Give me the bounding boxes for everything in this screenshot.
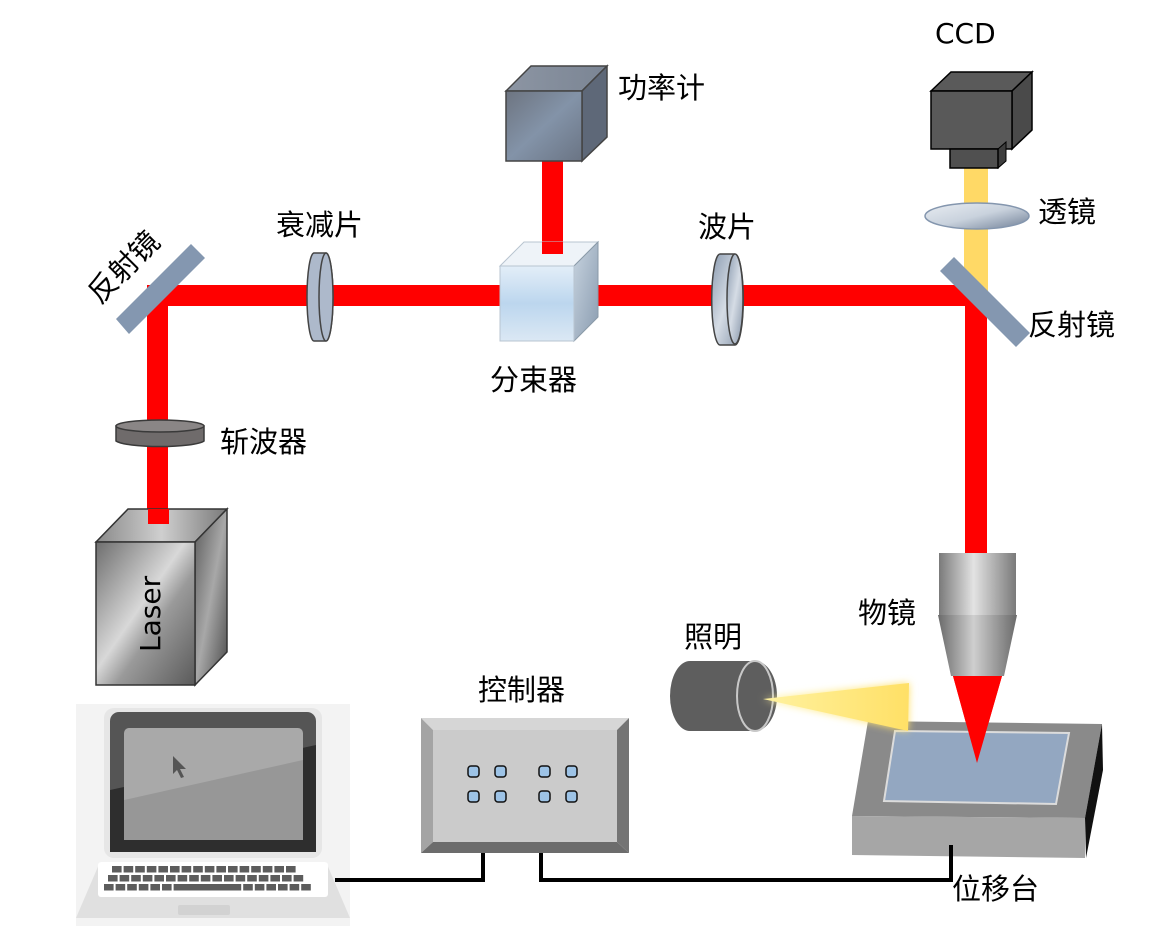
keyboard-key — [262, 866, 273, 873]
mirror-right-label: 反射镜 — [1028, 308, 1115, 342]
ccd-label: CCD — [935, 17, 996, 50]
wire-controller-to-stage — [539, 845, 953, 882]
mirror-right — [940, 257, 1030, 347]
keyboard-key — [278, 884, 288, 891]
keyboard-key — [108, 875, 118, 882]
laptop-computer — [76, 704, 350, 926]
keyboard-key — [301, 884, 311, 891]
illumination-source — [670, 660, 909, 732]
keyboard-key — [170, 866, 180, 873]
attenuator — [306, 252, 334, 342]
keyboard-key — [131, 875, 141, 882]
keyboard-key — [274, 866, 284, 873]
controller-button — [565, 790, 578, 803]
keyboard-key — [158, 866, 168, 873]
stage-label: 位移台 — [952, 872, 1039, 906]
controller-button — [565, 765, 578, 778]
mouse-cursor-icon — [173, 756, 186, 778]
keyboard-key — [254, 884, 265, 891]
controller-label: 控制器 — [478, 673, 565, 707]
laser-source: Laser — [94, 507, 229, 687]
keyboard-key — [189, 875, 199, 882]
keyboard-key — [123, 866, 134, 873]
laser-beam-path — [147, 160, 987, 555]
beam-splitter — [498, 240, 600, 343]
translation-stage — [852, 676, 1103, 858]
power-meter-label: 功率计 — [618, 71, 705, 105]
controller-button — [538, 790, 551, 803]
keyboard-key — [193, 866, 203, 873]
keyboard-key — [127, 884, 137, 891]
keyboard-key — [286, 866, 296, 873]
mirror-left — [116, 244, 205, 334]
keyboard-key — [216, 866, 226, 873]
keyboard-key — [235, 875, 246, 882]
keyboard-key — [177, 875, 188, 882]
keyboard-key — [251, 866, 261, 873]
controller-button-grid — [467, 765, 578, 803]
keyboard-key — [293, 875, 304, 882]
keyboard-key — [224, 875, 234, 882]
ccd-camera — [929, 70, 1034, 170]
keyboard-key — [173, 884, 242, 891]
keyboard-key — [119, 875, 130, 882]
keyboard-key — [204, 866, 215, 873]
controller — [421, 718, 629, 853]
keyboard-key — [266, 884, 276, 891]
controller-button — [494, 790, 507, 803]
keyboard-key — [258, 875, 269, 882]
laser-label: Laser — [134, 575, 167, 652]
lens-label: 透镜 — [1038, 195, 1096, 229]
laptop-keyboard — [104, 866, 311, 891]
controller-button — [467, 790, 480, 803]
attenuator-label: 衰减片 — [276, 208, 363, 242]
beam-splitter-label: 分束器 — [490, 363, 577, 397]
keyboard-key — [166, 875, 176, 882]
keyboard-key — [212, 875, 222, 882]
keyboard-key — [200, 875, 211, 882]
keyboard-key — [150, 884, 160, 891]
keyboard-key — [135, 866, 145, 873]
beam-laser-to-mirror — [147, 295, 168, 525]
waveplate-label: 波片 — [698, 210, 756, 244]
controller-button — [538, 765, 551, 778]
illumination-light-cone — [763, 683, 909, 731]
beam-to-power-meter — [542, 160, 563, 255]
keyboard-key — [228, 866, 238, 873]
waveplate — [710, 253, 745, 346]
beam-right-down — [965, 285, 987, 555]
keyboard-key — [181, 866, 192, 873]
chopper — [115, 419, 205, 448]
keyboard-key — [154, 875, 164, 882]
wire-computer-to-controller — [335, 853, 485, 882]
keyboard-key — [115, 884, 126, 891]
chopper-label: 斩波器 — [220, 425, 307, 459]
keyboard-key — [142, 875, 153, 882]
keyboard-key — [162, 884, 172, 891]
keyboard-key — [138, 884, 149, 891]
lens — [924, 202, 1030, 230]
keyboard-key — [282, 875, 292, 882]
controller-button — [467, 765, 480, 778]
illumination-label: 照明 — [684, 620, 742, 654]
keyboard-key — [289, 884, 300, 891]
controller-button — [494, 765, 507, 778]
keyboard-key — [112, 866, 122, 873]
control-wires — [335, 845, 953, 882]
keyboard-key — [247, 875, 257, 882]
keyboard-key — [239, 866, 250, 873]
keyboard-key — [104, 884, 114, 891]
keyboard-key — [243, 884, 253, 891]
keyboard-key — [146, 866, 157, 873]
power-meter — [504, 64, 609, 163]
objective-label: 物镜 — [858, 596, 916, 630]
keyboard-key — [270, 875, 280, 882]
